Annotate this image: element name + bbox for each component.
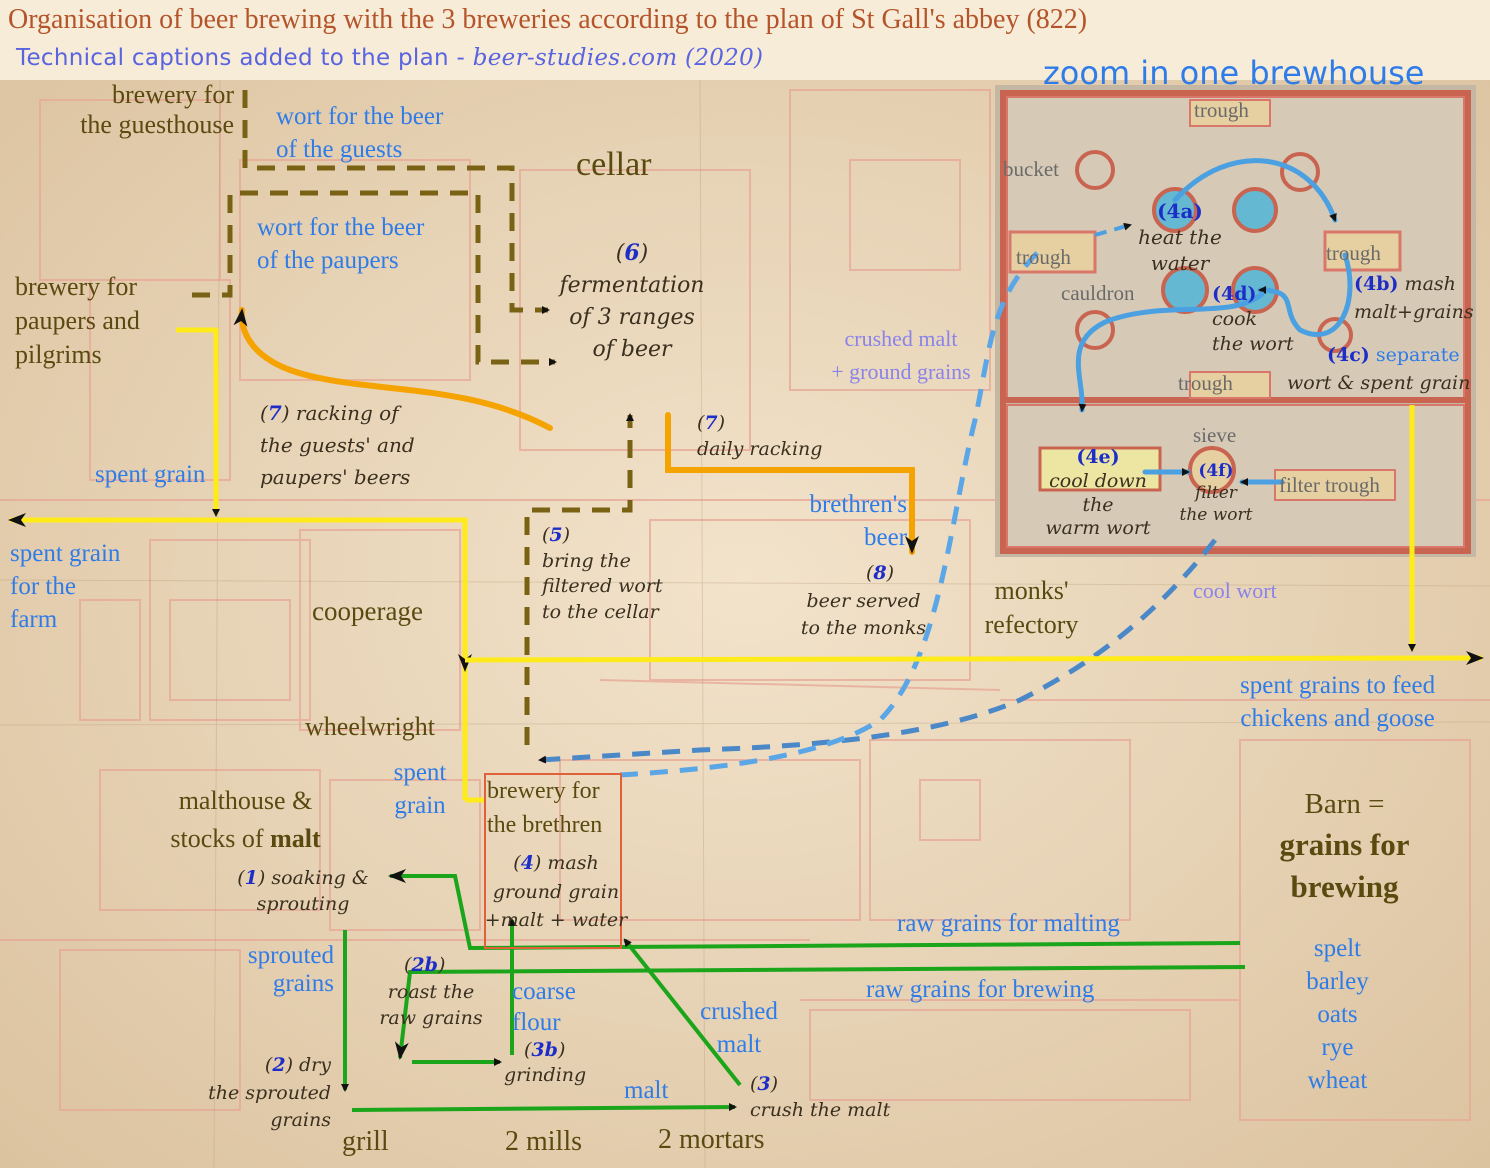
subtitle-source: beer-studies.com (2020) bbox=[472, 45, 764, 71]
cellar-label: cellar bbox=[576, 146, 652, 183]
filter-trough-label: filter trough bbox=[1279, 473, 1380, 497]
zoom-title: zoom in one brewhouse bbox=[1043, 54, 1425, 92]
mortars-label: 2 mortars bbox=[658, 1124, 765, 1155]
trough-left-label: trough bbox=[1016, 245, 1071, 269]
trough-mid-label: trough bbox=[1178, 371, 1233, 395]
step-3: (3) crush the malt bbox=[750, 1073, 891, 1121]
cool-wort-label: cool wort bbox=[1193, 578, 1277, 603]
page-title: Organisation of beer brewing with the 3 … bbox=[8, 4, 1088, 35]
trough-right-label: trough bbox=[1326, 241, 1381, 265]
bucket-label: bucket bbox=[1003, 157, 1059, 181]
step-4b: (4b) mash malt+grains bbox=[1354, 273, 1474, 323]
monks-refectory-label: monks'refectory bbox=[984, 576, 1079, 639]
wheelwright-label: wheelwright bbox=[305, 712, 435, 741]
brethren-brewery-box bbox=[484, 773, 622, 949]
grill-label: grill bbox=[342, 1126, 389, 1157]
raw-grains-malting-label: raw grains for malting bbox=[897, 910, 1120, 937]
spent-grain-label-1: spent grain bbox=[95, 461, 206, 488]
malthouse-label: malthouse & stocks of malt bbox=[170, 786, 321, 853]
malt-label: malt bbox=[624, 1077, 669, 1104]
crushed-malt-ground-label: crushed malt+ ground grains bbox=[831, 326, 971, 384]
raw-grains-brewing-label: raw grains for brewing bbox=[866, 976, 1095, 1003]
step-4c: (4c) separate wort & spent grain bbox=[1287, 344, 1471, 394]
cooperage-label: cooperage bbox=[312, 596, 423, 626]
step-7-daily: (7) daily racking bbox=[697, 412, 823, 460]
brewhouse-zoom-panel bbox=[995, 85, 1476, 557]
mills-label: 2 mills bbox=[505, 1126, 583, 1157]
step-1: (1) soaking & sprouting bbox=[237, 867, 369, 915]
step-3b: (3b) grinding bbox=[504, 1039, 587, 1086]
cauldron-label: cauldron bbox=[1061, 281, 1135, 305]
trough-top-label: trough bbox=[1194, 98, 1249, 122]
sieve-label: sieve bbox=[1193, 423, 1237, 447]
step-4: (4) mash ground grain+malt + water bbox=[484, 852, 628, 931]
page-subtitle: Technical captions added to the plan - b… bbox=[16, 45, 763, 71]
barn-label: Barn = grains for brewing bbox=[1279, 788, 1410, 904]
subtitle-prefix: Technical captions added to the plan - bbox=[16, 45, 473, 71]
